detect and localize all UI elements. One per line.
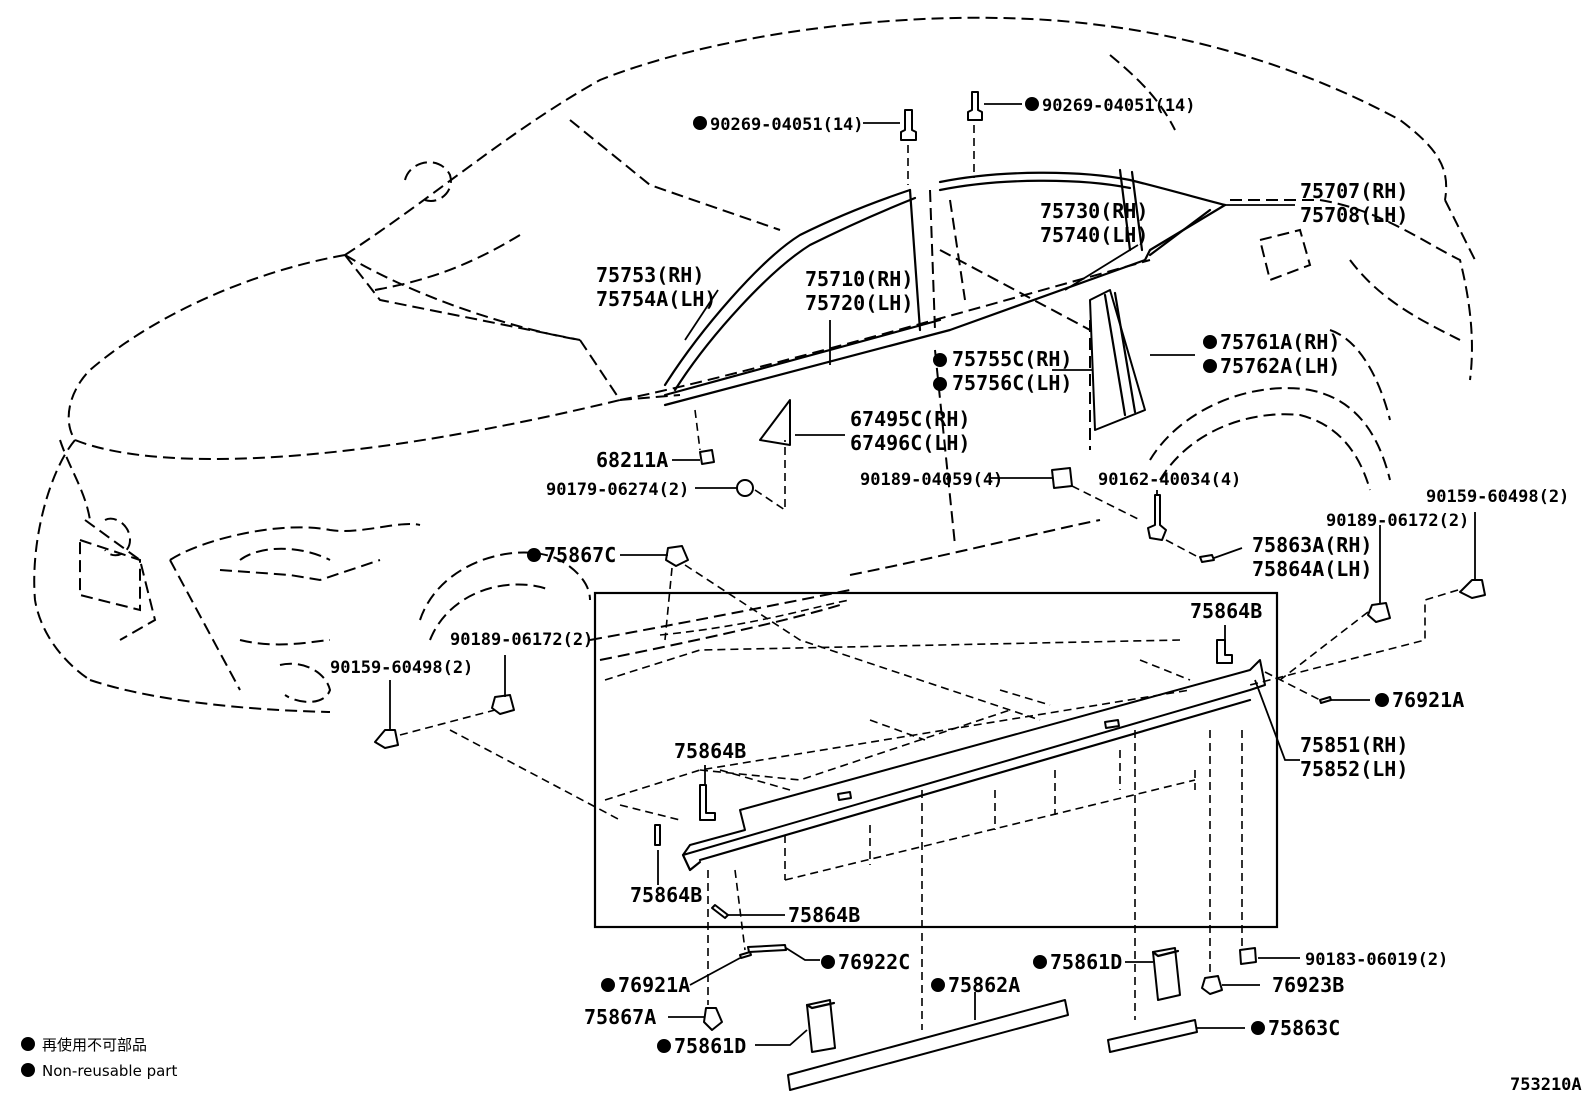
non-reusable-dot [1203,335,1217,349]
label-67496C: 67496C(LH) [850,431,970,455]
label-75861D-left: 75861D [674,1034,746,1058]
label-75862A: 75862A [948,973,1020,997]
label-90189-06172-left: 90189-06172(2) [450,630,593,650]
label-90189-04059: 90189-04059(4) [860,470,1003,490]
label-75861D-right: 75861D [1050,950,1122,974]
non-reusable-dot [1033,955,1047,969]
non-reusable-dot [1251,1021,1265,1035]
label-75864B-left: 75864B [674,739,746,763]
legend-dot-japanese [21,1037,35,1051]
non-reusable-dot [933,377,947,391]
label-90159-left: 90159-60498(2) [330,658,473,678]
label-90162: 90162-40034(4) [1098,470,1241,490]
car-body-outline [33,16,1476,713]
rocker-panel-box [593,591,1279,929]
part-labels: 90269-04051(14) 90269-04051(14) 75707(RH… [330,96,1569,1058]
label-67495C: 67495C(RH) [850,407,970,431]
label-75707: 75707(RH) [1300,179,1408,203]
label-90179: 90179-06274(2) [546,480,689,500]
label-75730: 75730(RH) [1040,199,1148,223]
non-reusable-dot [601,978,615,992]
non-reusable-dot [1375,693,1389,707]
label-75755C: 75755C(RH) [952,347,1072,371]
non-reusable-dot [657,1039,671,1053]
label-75740: 75740(LH) [1040,223,1148,247]
figure-id: 753210A [1510,1075,1582,1095]
label-75708: 75708(LH) [1300,203,1408,227]
label-75761A: 75761A(RH) [1220,330,1340,354]
label-75864B-bottom: 75864B [788,903,860,927]
legend-dot-english [21,1063,35,1077]
label-75851: 75851(RH) [1300,733,1408,757]
non-reusable-dot [931,978,945,992]
label-75863A: 75863A(RH) [1252,533,1372,557]
label-75852: 75852(LH) [1300,757,1408,781]
label-68211A: 68211A [596,448,668,472]
non-reusable-dot [933,353,947,367]
legend-english: Non-reusable part [42,1062,177,1080]
legend: 再使用不可部品 Non-reusable part [21,1036,177,1080]
label-75710: 75710(RH) [805,267,913,291]
label-75762A: 75762A(LH) [1220,354,1340,378]
label-75867C: 75867C [544,543,616,567]
window-mouldings [663,168,1227,446]
label-75864A: 75864A(LH) [1252,557,1372,581]
label-76923B: 76923B [1272,973,1344,997]
label-75864B-bottom-left: 75864B [630,883,702,907]
fasteners-and-leaders [374,91,1486,1091]
label-90183: 90183-06019(2) [1305,950,1448,970]
label-75864B-top: 75864B [1190,599,1262,623]
label-90189-06172-right: 90189-06172(2) [1326,511,1469,531]
non-reusable-dot [1025,97,1039,111]
label-90159-right: 90159-60498(2) [1426,487,1569,507]
label-75863C: 75863C [1268,1016,1340,1040]
label-75720: 75720(LH) [805,291,913,315]
label-76921A-bottom: 76921A [618,973,690,997]
non-reusable-dot [821,955,835,969]
label-90269-left: 90269-04051(14) [710,115,864,135]
label-75756C: 75756C(LH) [952,371,1072,395]
label-76921A-right: 76921A [1392,688,1464,712]
non-reusable-dot [527,548,541,562]
non-reusable-dot [1203,359,1217,373]
label-76922C: 76922C [838,950,910,974]
label-75754A: 75754A(LH) [596,287,716,311]
label-75753: 75753(RH) [596,263,704,287]
legend-japanese: 再使用不可部品 [42,1036,147,1054]
label-90269-right: 90269-04051(14) [1042,96,1196,116]
label-75867A: 75867A [584,1005,656,1029]
non-reusable-dot [693,116,707,130]
